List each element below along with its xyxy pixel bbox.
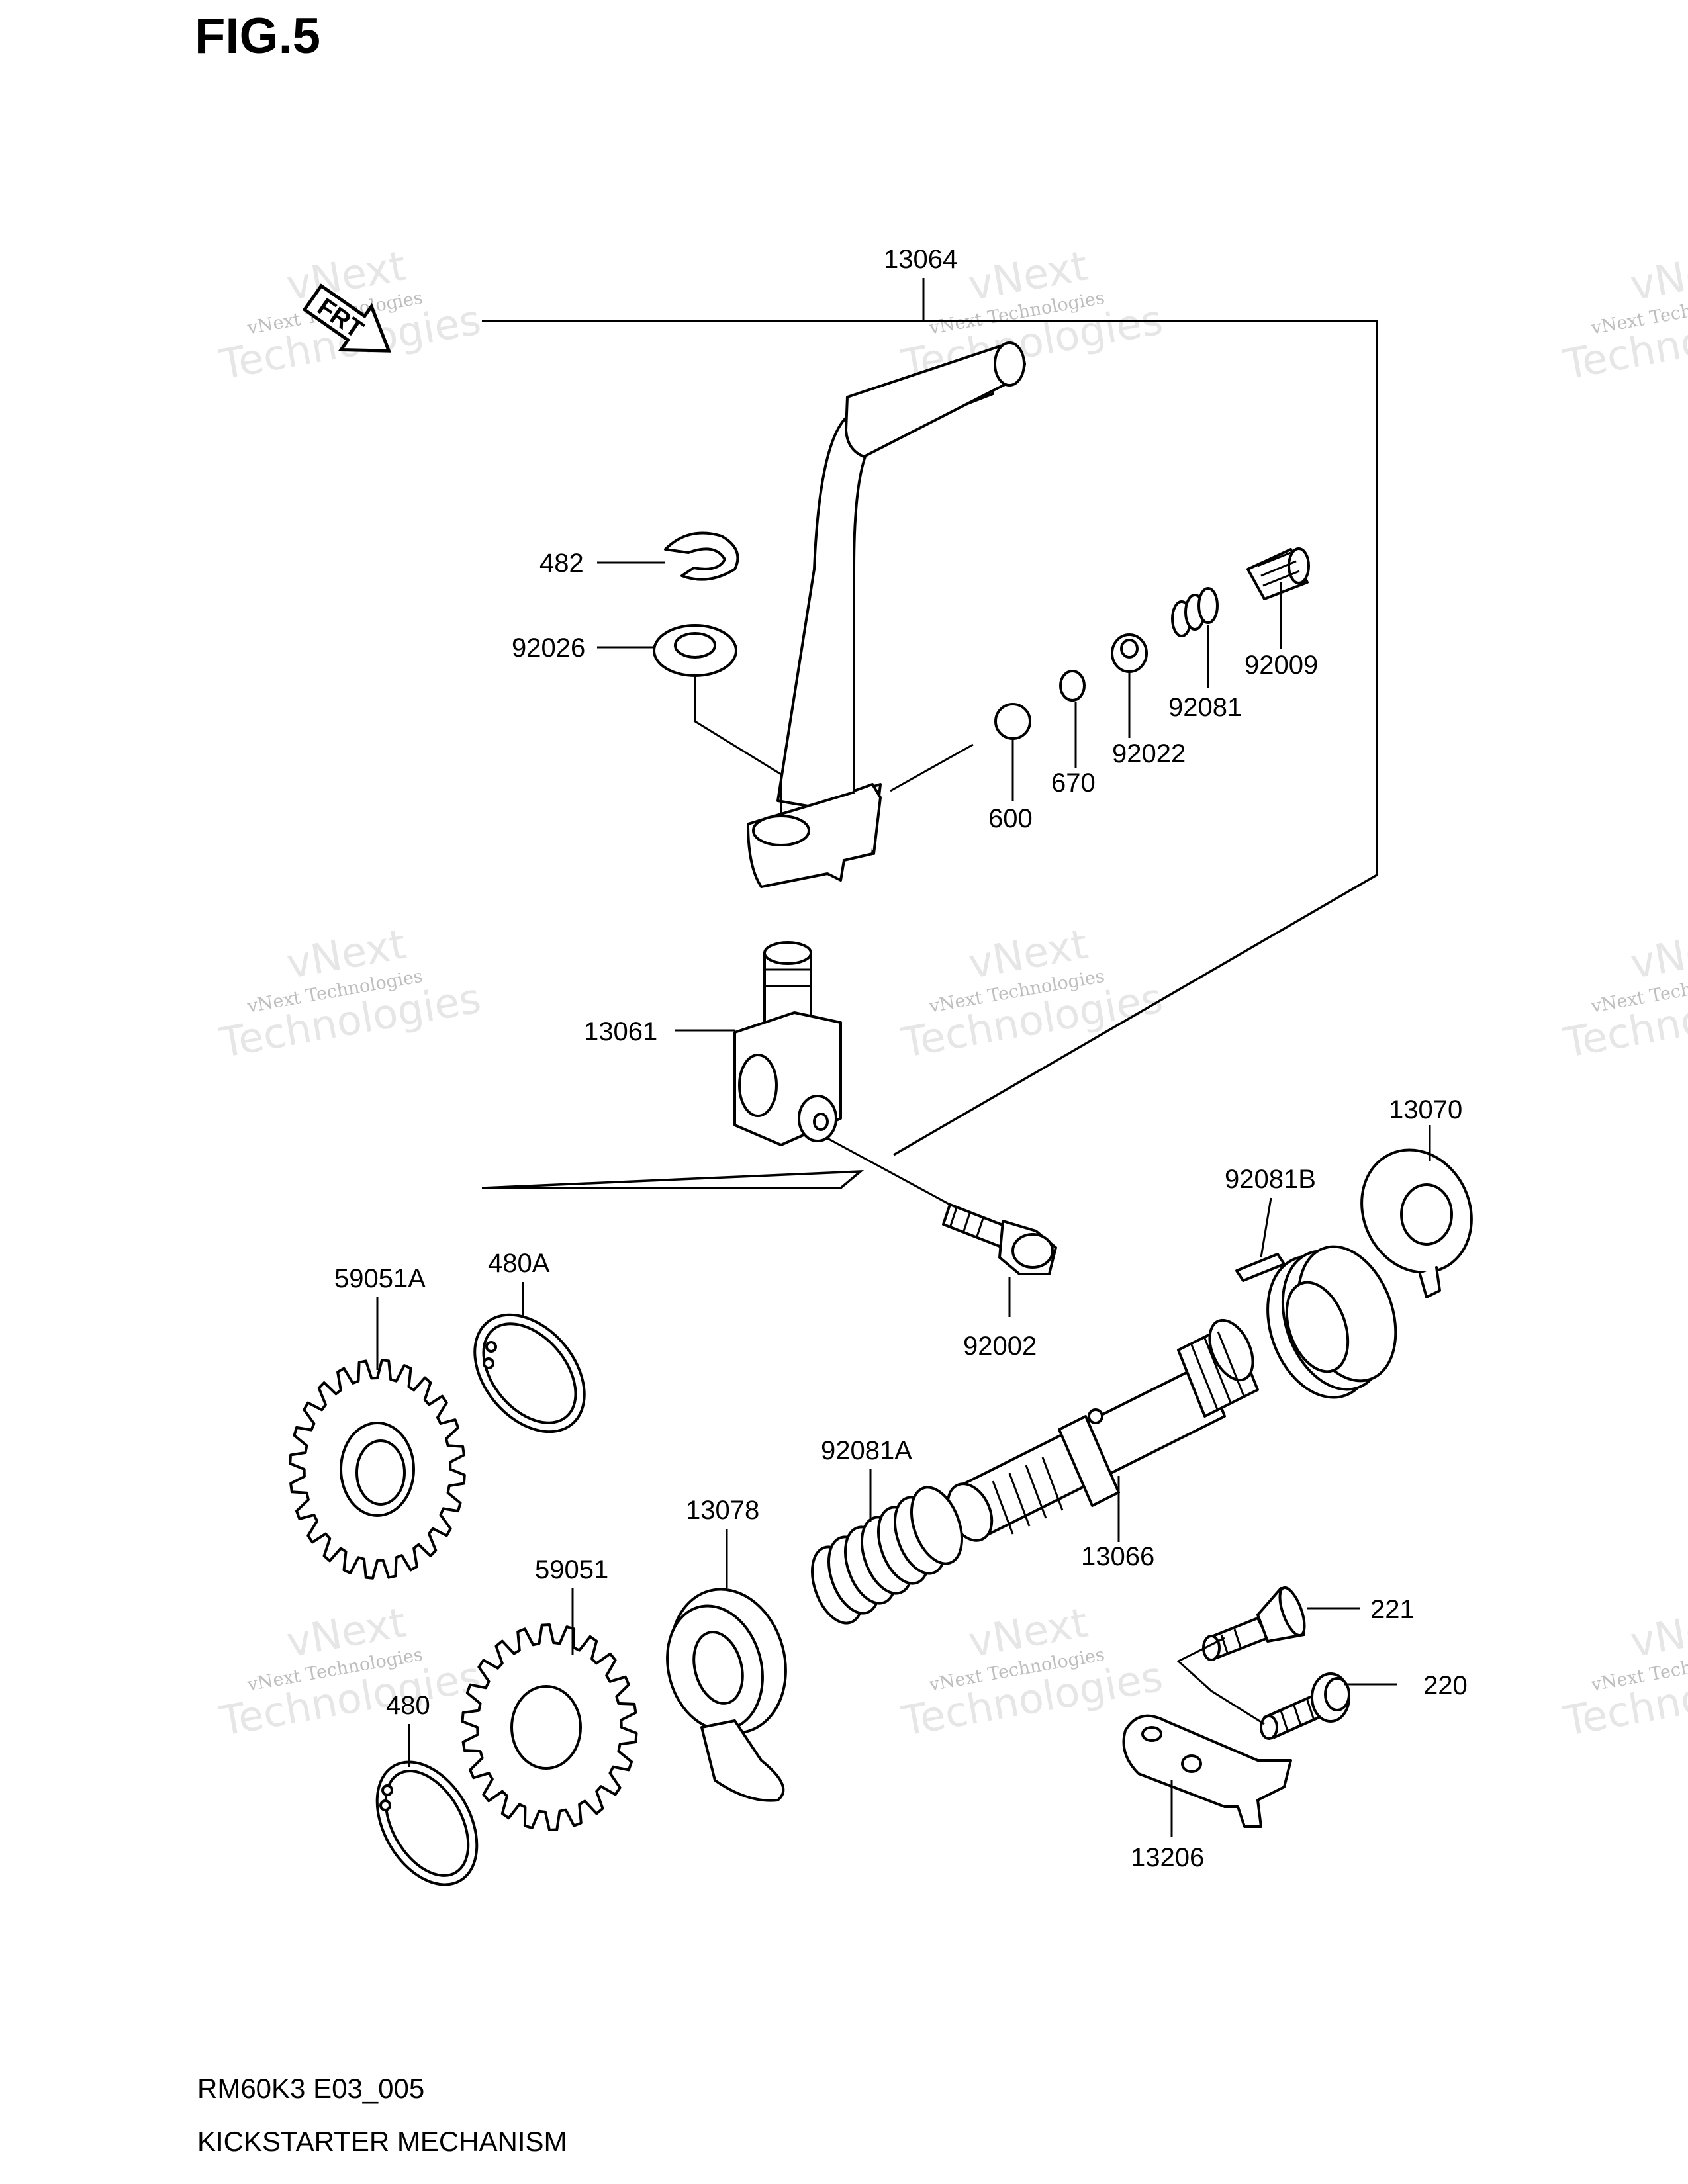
callout-600: 600	[988, 804, 1033, 833]
figure-title: FIG.5	[195, 8, 320, 64]
kick-boss-13061	[733, 941, 842, 1146]
bushing-92022	[1111, 633, 1148, 673]
callout-13078: 13078	[686, 1496, 759, 1525]
svg-text:vNext: vNext	[1627, 1598, 1688, 1666]
torsion-spring-92081B	[1235, 1245, 1397, 1399]
callout-482: 482	[539, 549, 584, 578]
watermark: vNext vNext Technologies Technologies	[216, 920, 485, 1068]
svg-text:vNext: vNext	[1627, 920, 1688, 988]
snap-ring-480A	[473, 1313, 586, 1433]
cap-92009	[1246, 547, 1310, 600]
kick-shaft-13066	[946, 1318, 1259, 1542]
callout-92081A: 92081A	[821, 1436, 912, 1465]
guide-plate-13206	[1122, 1714, 1292, 1828]
spring-92081	[1171, 587, 1219, 637]
watermark: vNext vNext Technologies Technologies	[216, 1598, 485, 1746]
callout-59051A: 59051A	[334, 1264, 426, 1293]
section-name: KICKSTARTER MECHANISM	[197, 2126, 567, 2157]
callout-92081B: 92081B	[1225, 1165, 1316, 1194]
kick-lever	[747, 341, 1026, 888]
leader-lines	[376, 278, 1431, 1837]
callout-13070: 13070	[1389, 1095, 1462, 1124]
watermark: vNext vNext Technologies Technologies	[898, 1598, 1166, 1746]
callout-92081: 92081	[1168, 693, 1242, 722]
ratchet-13078	[666, 1588, 787, 1802]
callout-13066: 13066	[1081, 1542, 1154, 1571]
callout-59051: 59051	[535, 1555, 608, 1584]
watermark: vNext vNext Technologies Technologies	[1560, 920, 1688, 1068]
coil-spring-92081A	[811, 1486, 963, 1625]
watermark: vNext vNext Technologies Technologies	[1560, 242, 1688, 389]
snap-ring-480	[375, 1760, 479, 1886]
bolt-92002	[942, 1203, 1057, 1275]
screw-220	[1260, 1672, 1350, 1740]
callout-13064: 13064	[884, 245, 957, 274]
svg-text:vNext: vNext	[1627, 242, 1688, 310]
callout-480: 480	[386, 1691, 430, 1720]
callout-13061: 13061	[584, 1017, 657, 1046]
gear-59051	[461, 1623, 638, 1831]
ring-670	[1059, 670, 1086, 702]
model-code: RM60K3 E03_005	[197, 2073, 424, 2104]
callout-92022: 92022	[1112, 739, 1186, 768]
screw-221	[1202, 1586, 1306, 1661]
gear-59051A	[289, 1359, 466, 1580]
callout-92009: 92009	[1244, 651, 1318, 680]
collar-13070	[1360, 1148, 1473, 1298]
assembly-frame	[481, 320, 1378, 1189]
callout-670: 670	[1051, 768, 1096, 797]
callout-221: 221	[1370, 1595, 1415, 1624]
callout-480A: 480A	[488, 1249, 550, 1278]
callout-13206: 13206	[1131, 1843, 1204, 1872]
e-clip-482	[664, 531, 739, 581]
callout-220: 220	[1423, 1671, 1468, 1700]
callout-labels: 13064 482 92026 92009 92081 92022 670 60…	[334, 245, 1468, 1872]
watermark: vNext vNext Technologies Technologies	[898, 920, 1166, 1068]
callout-92002: 92002	[963, 1332, 1037, 1361]
watermark: vNext vNext Technologies Technologies	[1560, 1598, 1688, 1746]
watermark: vNext vNext Technologies Technologies	[898, 242, 1166, 389]
ball-600	[994, 703, 1031, 740]
callout-92026: 92026	[512, 633, 585, 662]
washer-92026	[653, 624, 737, 677]
